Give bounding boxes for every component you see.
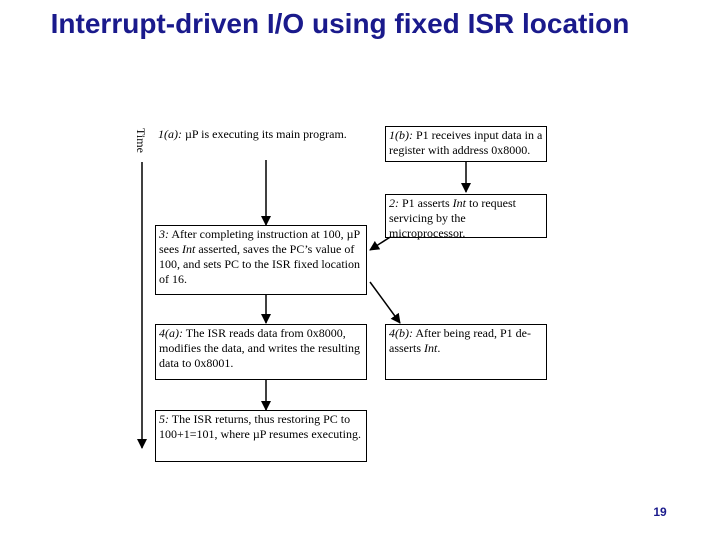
step-1b-box: 1(b): P1 receives input data in a regist… (385, 126, 547, 162)
step-3-box: 3: After completing instruction at 100, … (155, 225, 367, 295)
page-number: 19 (653, 505, 667, 519)
step-2-box: 2: P1 asserts Int to request servicing b… (385, 194, 547, 240)
step-1b-tag: 1(b): (389, 128, 413, 142)
slide-title: Interrupt-driven I/O using fixed ISR loc… (50, 8, 630, 39)
step-4b-box: 4(b): After being read, P1 de-asserts In… (385, 324, 547, 380)
step-2-text-after: to request servicing by the microprocess… (389, 196, 517, 240)
step-3-text-before: After completing instruction at 100, µP … (159, 227, 360, 256)
step-4a-tag: 4(a): (159, 326, 183, 340)
step-2-int: Int (452, 196, 467, 210)
step-3-tag: 3: (159, 227, 169, 241)
step-1a-tag: 1(a): (158, 127, 182, 141)
step-5-text: The ISR returns, thus restoring PC to 10… (159, 412, 361, 441)
step-5-box: 5: The ISR returns, thus restoring PC to… (155, 410, 367, 462)
step-1b-text: P1 receives input data in a register wit… (389, 128, 543, 157)
step-2-tag: 2: (389, 196, 399, 210)
step-4b-tag: 4(b): (389, 326, 413, 340)
arrow-3-to-4b (369, 281, 401, 324)
step-5-tag: 5: (159, 412, 169, 426)
step-3-text-after: asserted, saves the PC’s value of 100, a… (159, 242, 360, 286)
time-axis-label: Time (134, 128, 148, 153)
step-4b-text-after: . (437, 341, 441, 355)
step-4b-int: Int (424, 341, 438, 355)
step-1a-text: µP is executing its main program. (182, 127, 347, 141)
step-4a-text: The ISR reads data from 0x8000, modifies… (159, 326, 360, 370)
step-4a-box: 4(a): The ISR reads data from 0x8000, mo… (155, 324, 367, 380)
step-4b-text-before: After being read, P1 de-asserts (389, 326, 531, 355)
step-2-text-before: P1 asserts (399, 196, 453, 210)
step-1a-box: 1(a): µP is executing its main program. (155, 126, 365, 160)
step-3-int: Int (182, 242, 196, 256)
